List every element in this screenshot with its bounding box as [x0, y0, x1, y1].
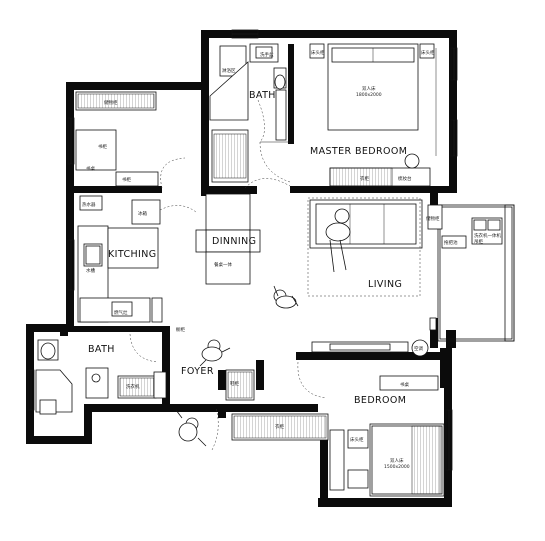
svg-text:燃气灶: 燃气灶 [114, 309, 128, 316]
svg-text:拖把池: 拖把池 [444, 239, 458, 246]
svg-text:餐桌一体: 餐桌一体 [214, 261, 232, 268]
room-label-living: LIVING [368, 279, 402, 290]
svg-text:鞋柜: 鞋柜 [230, 380, 239, 387]
svg-text:洗手盆: 洗手盆 [260, 51, 274, 58]
master-bedroom: 床头柜 床头柜 双人床 1800x2000 衣柜 梳妆台 MASTER BEDR… [309, 43, 437, 187]
bath-bottom: 洗衣机 BATH [35, 333, 159, 415]
svg-text:吊柜: 吊柜 [474, 238, 483, 245]
svg-text:双人床: 双人床 [390, 457, 404, 464]
svg-text:橱柜: 橱柜 [176, 326, 185, 333]
svg-text:冰箱: 冰箱 [138, 210, 147, 217]
svg-text:双人床: 双人床 [362, 85, 376, 92]
walls [26, 30, 457, 507]
living: 储物柜 空调 LIVING [273, 197, 443, 357]
room-label-foyer: FOYER [181, 366, 214, 377]
svg-text:洗衣机一体机: 洗衣机一体机 [474, 232, 501, 239]
svg-text:淋浴区: 淋浴区 [222, 67, 236, 74]
room-label-kitchen: KITCHING [108, 249, 157, 260]
svg-text:床头柜: 床头柜 [350, 436, 364, 443]
balcony: 洗衣机一体机 吊柜 拖把池 [437, 204, 515, 342]
svg-text:洗衣机: 洗衣机 [126, 383, 140, 390]
svg-text:书桌: 书桌 [86, 165, 95, 172]
svg-text:热水器: 热水器 [82, 201, 96, 208]
svg-text:床头柜: 床头柜 [421, 49, 435, 56]
dinning: DINNING 餐桌一体 [195, 193, 261, 285]
door-swings [159, 99, 291, 213]
windows [27, 29, 458, 471]
svg-text:梳妆台: 梳妆台 [398, 175, 412, 182]
svg-text:水槽: 水槽 [86, 267, 95, 274]
svg-text:床头柜: 床头柜 [311, 49, 325, 56]
svg-text:衣柜: 衣柜 [360, 175, 369, 182]
svg-text:1500x2000: 1500x2000 [384, 464, 410, 470]
svg-text:储物柜: 储物柜 [104, 99, 118, 106]
svg-text:书柜: 书柜 [98, 143, 107, 150]
room-label-bath-top: BATH [249, 90, 276, 101]
svg-text:储物柜: 储物柜 [426, 215, 440, 222]
svg-text:衣柜: 衣柜 [275, 423, 284, 430]
svg-text:1800x2000: 1800x2000 [356, 92, 382, 98]
svg-text:空调: 空调 [414, 345, 423, 352]
storage: 储物柜 书柜 书桌 书柜 [75, 91, 186, 189]
room-label-bedroom: BEDROOM [354, 395, 406, 406]
svg-text:书柜: 书柜 [122, 176, 131, 183]
room-label-master-bedroom: MASTER BEDROOM [310, 146, 407, 157]
room-label-bath-bottom: BATH [88, 344, 115, 355]
room-label-dinning: DINNING [212, 236, 256, 247]
foyer: 鞋柜 FOYER [153, 339, 255, 451]
svg-text:书桌: 书桌 [400, 381, 409, 388]
bath-top: 洗手盆 淋浴区 BATH [209, 43, 291, 183]
bedroom: 衣柜 书桌 床头柜 双人床 1500x2000 BEDROOM [231, 361, 445, 497]
kitchen: 热水器 冰箱 水槽 燃气灶 KITCHING 橱柜 [77, 195, 185, 333]
